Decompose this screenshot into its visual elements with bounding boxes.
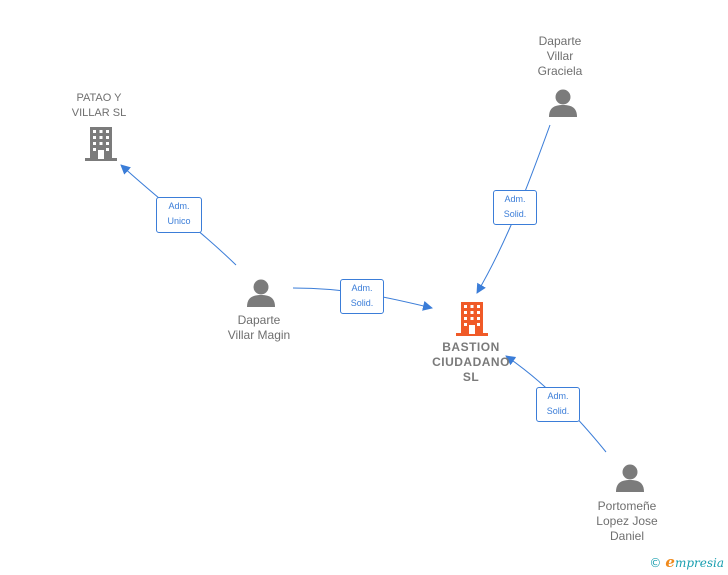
edge-label-adm-unico[interactable]: Adm. Unico bbox=[156, 197, 202, 233]
person-icon[interactable] bbox=[549, 89, 577, 118]
node-label-bastion-ciudadano[interactable]: BASTION CIUDADANO SL bbox=[432, 340, 510, 384]
building-icon[interactable] bbox=[85, 127, 117, 161]
brand-name: mpresia bbox=[674, 556, 724, 570]
node-label-daparte-villar-graciela[interactable]: Daparte Villar Graciela bbox=[537, 34, 583, 78]
node-label-patao-y-villar[interactable]: PATAO Y VILLAR SL bbox=[71, 92, 127, 119]
node-label-portomene-lopez-jose-daniel[interactable]: Portomeñe Lopez Jose Daniel bbox=[596, 499, 658, 543]
copyright-symbol: © bbox=[649, 556, 662, 570]
edge-label-adm-solid-portomene[interactable]: Adm. Solid. bbox=[536, 387, 580, 422]
building-icon[interactable] bbox=[456, 302, 488, 336]
edge-label-adm-solid-graciela[interactable]: Adm. Solid. bbox=[493, 190, 537, 225]
person-icon[interactable] bbox=[616, 464, 644, 493]
empresia-logo[interactable]: ©empresia bbox=[649, 553, 724, 571]
node-label-daparte-villar-magin[interactable]: Daparte Villar Magin bbox=[227, 313, 291, 342]
brand-initial: e bbox=[665, 553, 675, 571]
person-icon[interactable] bbox=[247, 279, 275, 308]
edge-label-adm-solid-magin[interactable]: Adm. Solid. bbox=[340, 279, 384, 314]
